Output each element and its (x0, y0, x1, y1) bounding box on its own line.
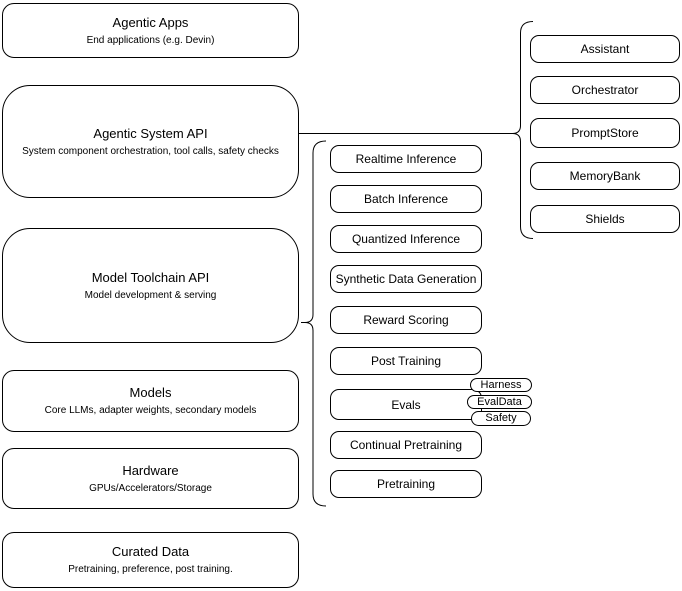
component-box-orchestrator: Orchestrator (530, 76, 680, 104)
agentic-system-api-box: Agentic System API System component orch… (2, 85, 299, 198)
eval-tag-label: EvalData (477, 395, 522, 408)
curated-data-subtitle: Pretraining, preference, post training. (68, 564, 233, 575)
service-box-continual-pretraining: Continual Pretraining (330, 431, 482, 459)
eval-tag-label: Harness (480, 378, 522, 391)
service-label: Synthetic Data Generation (335, 272, 477, 286)
component-label: Shields (585, 212, 625, 226)
component-box-promptstore: PromptStore (530, 118, 680, 148)
service-box-batch-inference: Batch Inference (330, 185, 482, 213)
component-label: Assistant (580, 42, 630, 56)
eval-tag-safety: Safety (471, 411, 531, 426)
component-label: Orchestrator (571, 83, 639, 97)
eval-tag-label: Safety (485, 412, 517, 424)
hardware-title: Hardware (122, 462, 179, 478)
model-toolchain-api-box: Model Toolchain API Model development & … (2, 228, 299, 343)
eval-tag-evaldata: EvalData (467, 395, 532, 409)
hardware-box: Hardware GPUs/Accelerators/Storage (2, 448, 299, 509)
service-box-evals: Evals (330, 389, 482, 420)
service-box-quantized-inference: Quantized Inference (330, 225, 482, 253)
service-box-pretraining: Pretraining (330, 470, 482, 498)
agentic-system-api-title: Agentic System API (93, 125, 208, 141)
service-box-synthetic-data-generation: Synthetic Data Generation (330, 265, 482, 293)
models-title: Models (129, 385, 172, 400)
agentic-apps-title: Agentic Apps (112, 14, 189, 30)
agentic-system-api-subtitle: System component orchestration, tool cal… (22, 145, 279, 157)
component-box-assistant: Assistant (530, 35, 680, 63)
eval-tag-harness: Harness (470, 378, 532, 392)
service-box-realtime-inference: Realtime Inference (330, 145, 482, 173)
service-label: Pretraining (376, 477, 436, 491)
models-box: Models Core LLMs, adapter weights, secon… (2, 370, 299, 432)
service-label: Quantized Inference (351, 232, 461, 246)
service-label: Evals (391, 397, 421, 412)
service-label: Continual Pretraining (349, 438, 463, 452)
service-label: Realtime Inference (355, 152, 457, 166)
service-label: Batch Inference (363, 192, 449, 206)
component-label: MemoryBank (569, 169, 641, 183)
component-box-shields: Shields (530, 205, 680, 233)
hardware-subtitle: GPUs/Accelerators/Storage (89, 482, 212, 494)
model-toolchain-api-subtitle: Model development & serving (84, 289, 217, 301)
service-box-post-training: Post Training (330, 347, 482, 375)
agentic-apps-box: Agentic Apps End applications (e.g. Devi… (2, 3, 299, 58)
component-label: PromptStore (571, 126, 639, 140)
curated-data-box: Curated Data Pretraining, preference, po… (2, 532, 299, 588)
models-subtitle: Core LLMs, adapter weights, secondary mo… (44, 405, 257, 416)
service-label: Reward Scoring (363, 313, 449, 327)
bracket-toolchain-services (304, 140, 327, 507)
agentic-apps-subtitle: End applications (e.g. Devin) (86, 34, 215, 46)
service-box-reward-scoring: Reward Scoring (330, 306, 482, 334)
component-box-memorybank: MemoryBank (530, 162, 680, 190)
model-toolchain-api-title: Model Toolchain API (91, 269, 210, 285)
curated-data-title: Curated Data (111, 544, 190, 559)
service-label: Post Training (370, 354, 442, 368)
